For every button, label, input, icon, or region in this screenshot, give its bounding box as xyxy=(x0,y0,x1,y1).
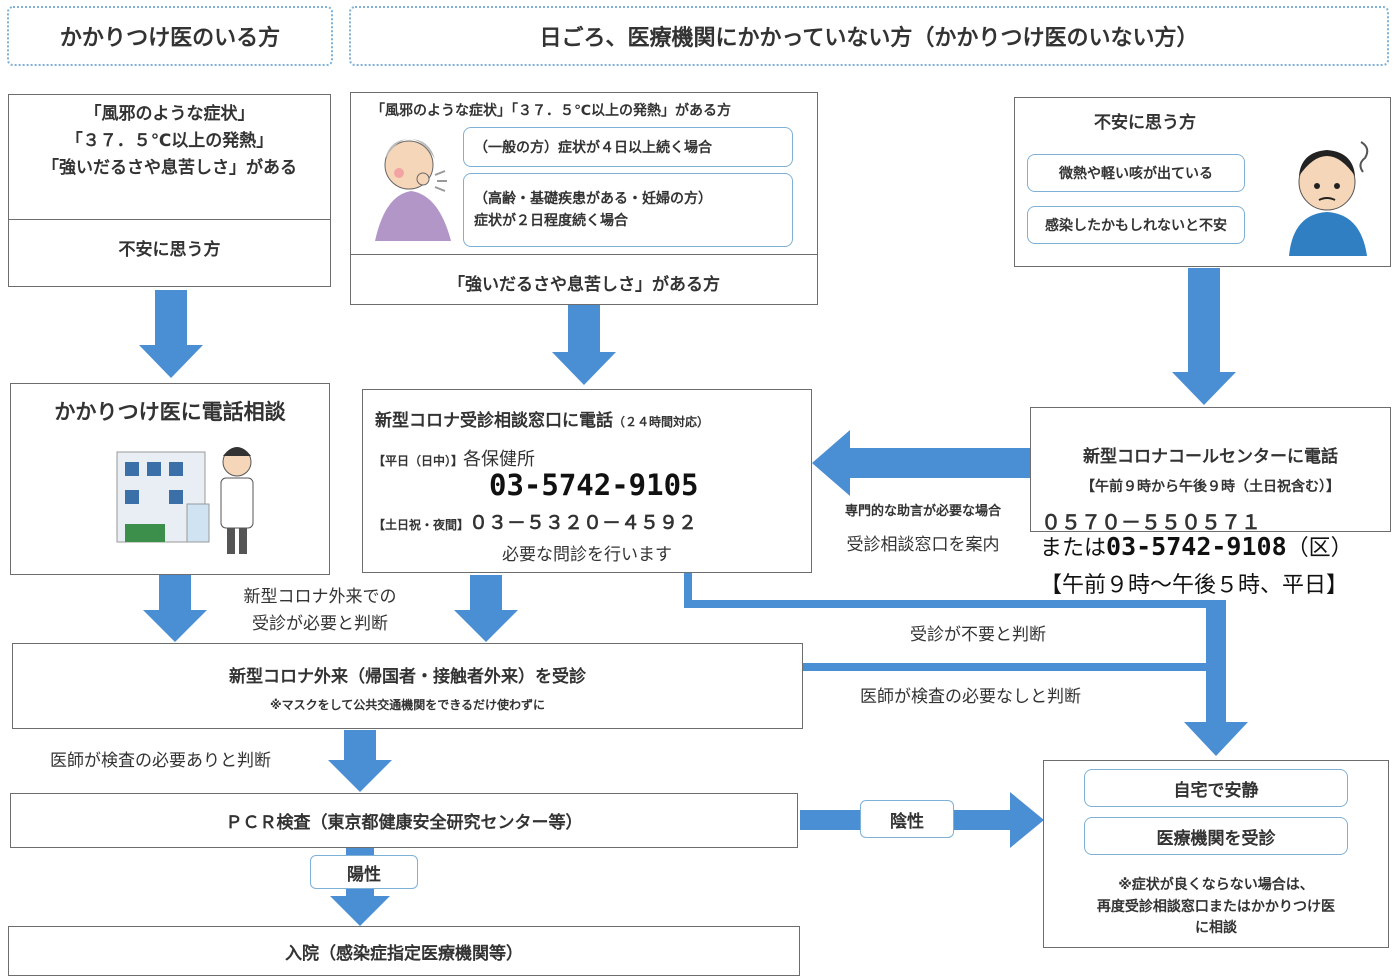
negative-label: 陰性 xyxy=(860,800,954,838)
positive-label: 陽性 xyxy=(310,855,418,889)
elderly-line: 症状が２日程度続く場合 xyxy=(474,213,628,230)
holiday-label: 【土日祝・夜間】 xyxy=(373,518,470,532)
col1-symptoms: 「風邪のような症状」 「３７．５℃以上の発熱」 「強いだるさや息苦しさ」がある xyxy=(9,95,330,183)
outpatient-note: ※マスクをして公共交通機関をできるだけ使わずに xyxy=(269,698,546,712)
call-center-phone[interactable]: ０５７０－５５０５７１ xyxy=(1041,510,1261,534)
alt-phone-suffix: （区） xyxy=(1286,536,1353,561)
arrow-down-1 xyxy=(139,290,203,378)
interview-note: 必要な問診を行います xyxy=(502,545,672,565)
col1-symptom-box: 「風邪のような症状」 「３７．５℃以上の発熱」 「強いだるさや息苦しさ」がある … xyxy=(8,94,331,287)
worried-boy-illustration xyxy=(1289,141,1369,256)
outpatient-title: 新型コロナ外来（帰国者・接触者外来）を受診 xyxy=(229,667,586,687)
arrow-left-referral xyxy=(812,430,1030,496)
outpatient-needed-label: 新型コロナ外来での 受診が必要と判断 xyxy=(210,584,430,638)
arrow-down-3 xyxy=(1172,268,1236,405)
col3-item-worried: 感染したかもしれないと不安 xyxy=(1027,206,1245,244)
clinic-doctor-illustration xyxy=(116,447,254,554)
pcr-box: ＰＣＲ検査（東京都健康安全研究センター等） xyxy=(10,793,798,848)
elderly-case-box: （高齢・基礎疾患がある・妊婦の方） 症状が２日程度続く場合 xyxy=(463,173,793,247)
consult-window-box: 新型コロナ受診相談窓口に電話（２４時間対応） 【平日（日中）】各保健所 03-5… xyxy=(362,389,812,573)
call-center-box: 新型コロナコールセンターに電話 【午前９時から午後９時（土日祝含む）】 ０５７０… xyxy=(1030,407,1391,534)
col3-anxious: 不安に思う方 xyxy=(1094,113,1196,133)
consult-doctor-title: かかりつけ医に電話相談 xyxy=(54,400,286,424)
divider xyxy=(9,219,330,220)
consult-doctor-box: かかりつけ医に電話相談 xyxy=(10,383,330,575)
weekday-org: 各保健所 xyxy=(463,449,536,470)
label-line: 受診が必要と判断 xyxy=(252,614,388,635)
home-note: ※症状が良くならない場合は、 再度受診相談窓口またはかかりつけ医 に相談 xyxy=(1044,875,1388,940)
home-rest-option: 自宅で安静 xyxy=(1084,769,1348,807)
arrow-down-4 xyxy=(143,575,207,642)
hospital-label: 入院（感染症指定医療機関等） xyxy=(285,943,523,964)
test-needed-label: 医師が検査の必要ありと判断 xyxy=(50,751,271,771)
referral-label-1: 専門的な助言が必要な場合 xyxy=(844,504,1001,519)
pcr-label: ＰＣＲ検査（東京都健康安全研究センター等） xyxy=(225,813,583,833)
symptom-line: 「３７．５℃以上の発熱」 xyxy=(65,131,274,152)
weekday-phone[interactable]: 03-5742-9105 xyxy=(489,468,699,502)
col1-anxious: 不安に思う方 xyxy=(118,240,221,260)
call-center-title: 新型コロナコールセンターに電話 xyxy=(1083,447,1338,467)
alt-phone-row: または03-5742-9108（区） xyxy=(1040,530,1353,562)
alt-phone-prefix: または xyxy=(1040,536,1107,561)
weekday-row: 【平日（日中）】各保健所 xyxy=(373,445,535,471)
alt-phone[interactable]: 03-5742-9108 xyxy=(1106,532,1287,561)
holiday-row: 【土日祝・夜間】０３－５３２０－４５９２ xyxy=(373,508,697,535)
arrow-down-2 xyxy=(552,305,616,385)
symptom-line: 「風邪のような症状」 xyxy=(84,104,255,124)
divider xyxy=(351,254,817,255)
arrow-down-8 xyxy=(1184,600,1248,756)
note-line: に相談 xyxy=(1195,920,1237,937)
header-with-doctor: かかりつけ医のいる方 xyxy=(7,6,333,66)
coughing-woman-illustration xyxy=(375,139,451,241)
col2-severe: 「強いだるさや息苦しさ」がある方 xyxy=(448,275,720,295)
arrow-down-6 xyxy=(328,730,392,792)
consult-window-title: 新型コロナ受診相談窓口に電話 xyxy=(375,411,613,431)
consult-window-hours: （２４時間対応） xyxy=(613,415,710,429)
referral-label-2: 受診相談窓口を案内 xyxy=(846,535,1000,555)
label-line: 新型コロナ外来での xyxy=(243,587,397,607)
visit-clinic-option: 医療機関を受診 xyxy=(1084,817,1348,855)
symptom-line: 「強いだるさや息苦しさ」がある xyxy=(42,158,297,179)
note-line: ※症状が良くならない場合は、 xyxy=(1118,877,1314,893)
col2-top-line: 「風邪のような症状」「３７．５℃以上の発熱」がある方 xyxy=(371,103,731,119)
alt-phone-hours: 【午前９時～午後５時、平日】 xyxy=(1040,573,1349,598)
elderly-line: （高齢・基礎疾患がある・妊婦の方） xyxy=(474,191,712,207)
consult-window-title-row: 新型コロナ受診相談窓口に電話（２４時間対応） xyxy=(375,406,805,431)
note-line: 再度受診相談窓口またはかかりつけ医 xyxy=(1096,898,1336,915)
general-case-box: （一般の方）症状が４日以上続く場合 xyxy=(463,127,793,167)
col2-symptom-box: 「風邪のような症状」「３７．５℃以上の発熱」がある方 （一般の方）症状が４日以上… xyxy=(350,92,818,305)
no-visit-label: 受診が不要と判断 xyxy=(910,625,1046,645)
outpatient-box: 新型コロナ外来（帰国者・接触者外来）を受診 ※マスクをして公共交通機関をできるだ… xyxy=(12,643,803,729)
weekday-label: 【平日（日中）】 xyxy=(373,454,464,468)
home-box: 自宅で安静 医療機関を受診 ※症状が良くならない場合は、 再度受診相談窓口または… xyxy=(1043,760,1389,948)
no-test-label: 医師が検査の必要なしと判断 xyxy=(860,687,1081,707)
holiday-phone[interactable]: ０３－５３２０－４５９２ xyxy=(469,512,698,534)
arrow-down-5 xyxy=(454,575,518,642)
header-without-doctor: 日ごろ、医療機関にかかっていない方（かかりつけ医のいない方） xyxy=(349,6,1389,66)
col3-anxious-box: 不安に思う方 微熱や軽い咳が出ている 感染したかもしれないと不安 xyxy=(1014,97,1391,267)
hospital-box: 入院（感染症指定医療機関等） xyxy=(8,926,800,976)
call-center-hours: 【午前９時から午後９時（土日祝含む）】 xyxy=(1081,479,1340,495)
col3-item-mild-fever: 微熱や軽い咳が出ている xyxy=(1027,154,1245,192)
